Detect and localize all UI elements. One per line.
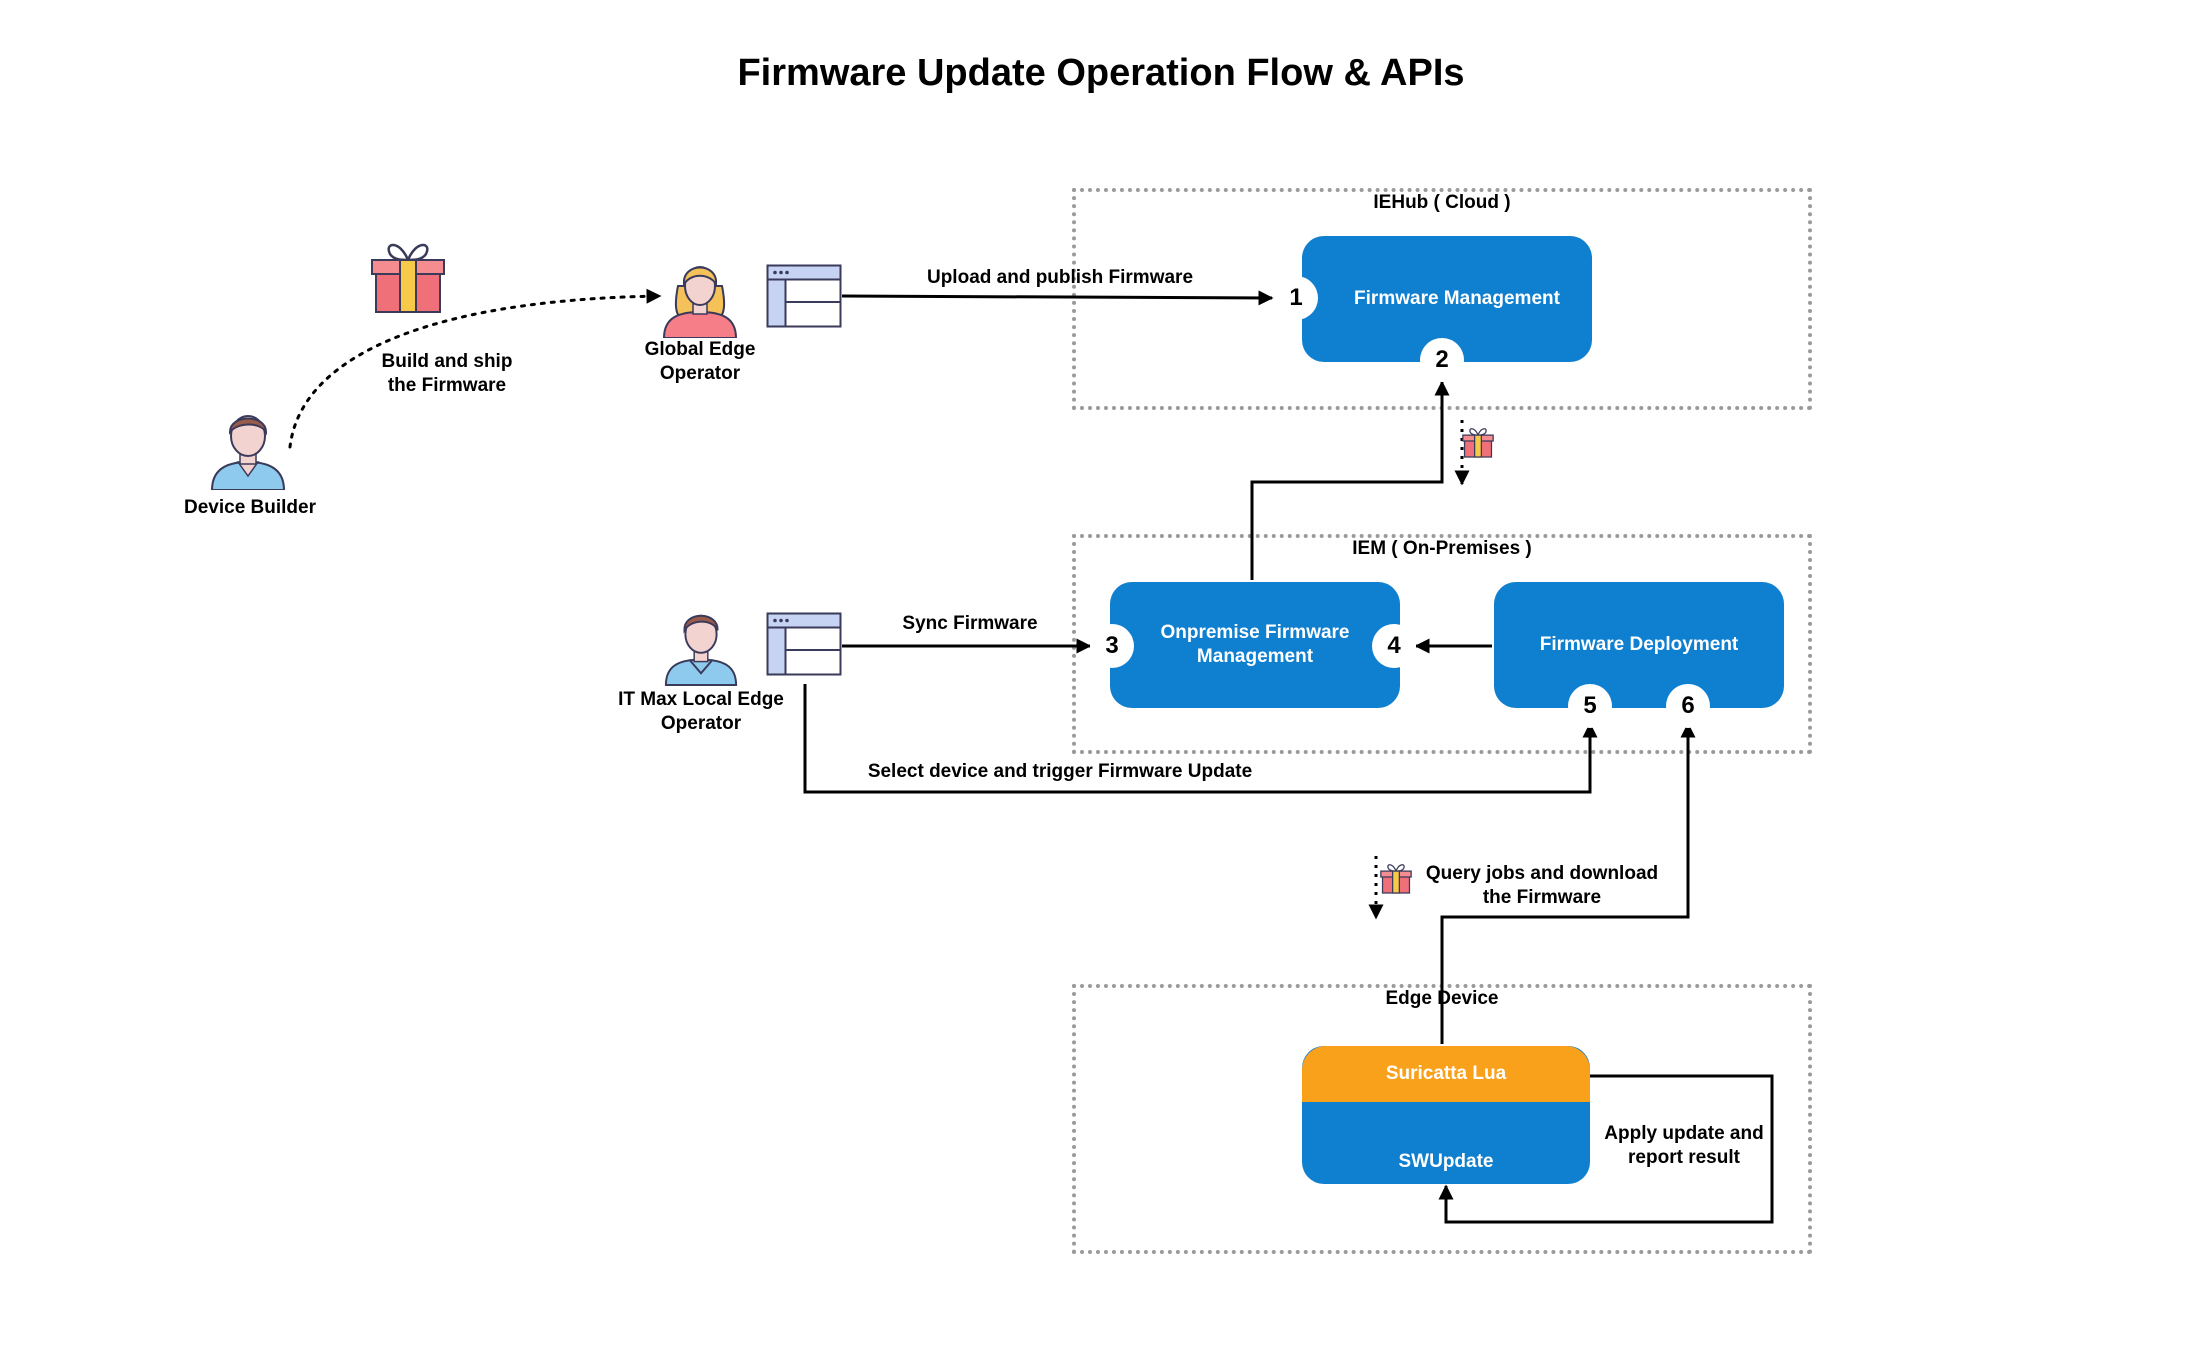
zone-cloud-label: IEHub ( Cloud ) <box>1373 192 1511 213</box>
zone-onprem <box>1072 534 1812 754</box>
browser-window-icon <box>766 264 842 328</box>
step-badge-5: 5 <box>1568 684 1612 728</box>
gift-icon <box>1380 864 1412 894</box>
apply-update-arrow <box>1438 1074 1774 1224</box>
device-builder-person-icon <box>210 415 286 490</box>
trigger-arrow <box>803 684 1598 794</box>
local-operator-person-icon <box>664 614 738 686</box>
upload-arrow <box>841 290 1274 306</box>
actor-local-edge-operator: IT Max Local Edge Operator <box>618 689 784 734</box>
step-badge-6: 6 <box>1666 684 1710 728</box>
gift-icon <box>1462 428 1494 458</box>
label-apply-update: Apply update and report result <box>1604 1123 1764 1168</box>
sync-up-arrow <box>1250 380 1450 580</box>
step-badge-3: 3 <box>1090 624 1134 668</box>
step-badge-2: 2 <box>1420 338 1464 382</box>
label-build-ship: Build and ship the Firmware <box>381 351 513 396</box>
gift-icon <box>371 243 445 313</box>
build-ship-arrow <box>288 288 662 449</box>
actor-global-edge-operator: Global Edge Operator <box>644 339 756 384</box>
step-badge-4: 4 <box>1372 624 1416 668</box>
label-query-jobs: Query jobs and download the Firmware <box>1425 863 1659 908</box>
step-badge-1: 1 <box>1274 276 1318 320</box>
swupdate-label: SWUpdate <box>1398 1151 1494 1173</box>
onpremise-firmware-management-box: Onpremise Firmware Management <box>1110 582 1400 708</box>
suricatta-lua-box: Suricatta Lua <box>1302 1046 1590 1102</box>
label-upload-publish: Upload and publish Firmware <box>926 267 1194 288</box>
firmware-deployment-box: Firmware Deployment <box>1494 582 1784 708</box>
label-select-trigger: Select device and trigger Firmware Updat… <box>867 761 1253 782</box>
browser-window-icon <box>766 612 842 676</box>
label-sync: Sync Firmware <box>902 613 1038 634</box>
diagram-title: Firmware Update Operation Flow & APIs <box>737 52 1465 94</box>
global-operator-person-icon <box>662 266 738 338</box>
zone-onprem-label: IEM ( On-Premises ) <box>1352 538 1532 559</box>
query-jobs-arrow <box>1440 722 1696 1044</box>
actor-device-builder: Device Builder <box>184 497 316 518</box>
